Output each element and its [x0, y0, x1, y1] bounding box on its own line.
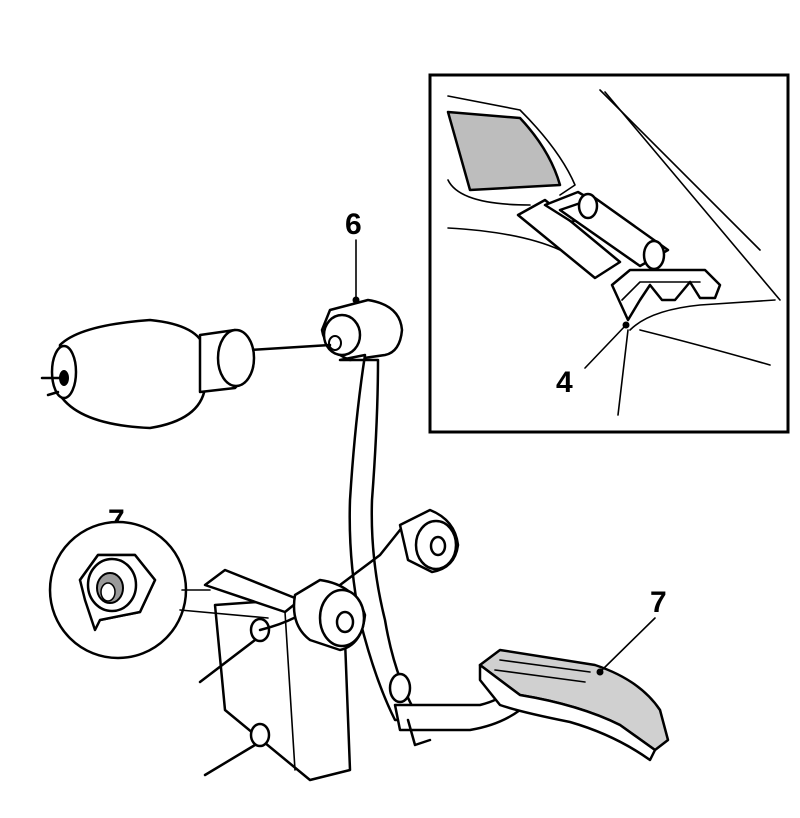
callout-6: 6 [345, 208, 362, 241]
pedal-pad: 7 [478, 586, 670, 762]
callout-7-pedal: 7 [650, 586, 667, 619]
nut-detail: 7 [48, 504, 269, 660]
pushrod-knob [40, 318, 332, 430]
bushings [292, 508, 460, 704]
callout-4: 4 [556, 366, 573, 399]
inset-detail: 4 [428, 73, 790, 434]
callout-6-group: 6 [345, 208, 362, 304]
